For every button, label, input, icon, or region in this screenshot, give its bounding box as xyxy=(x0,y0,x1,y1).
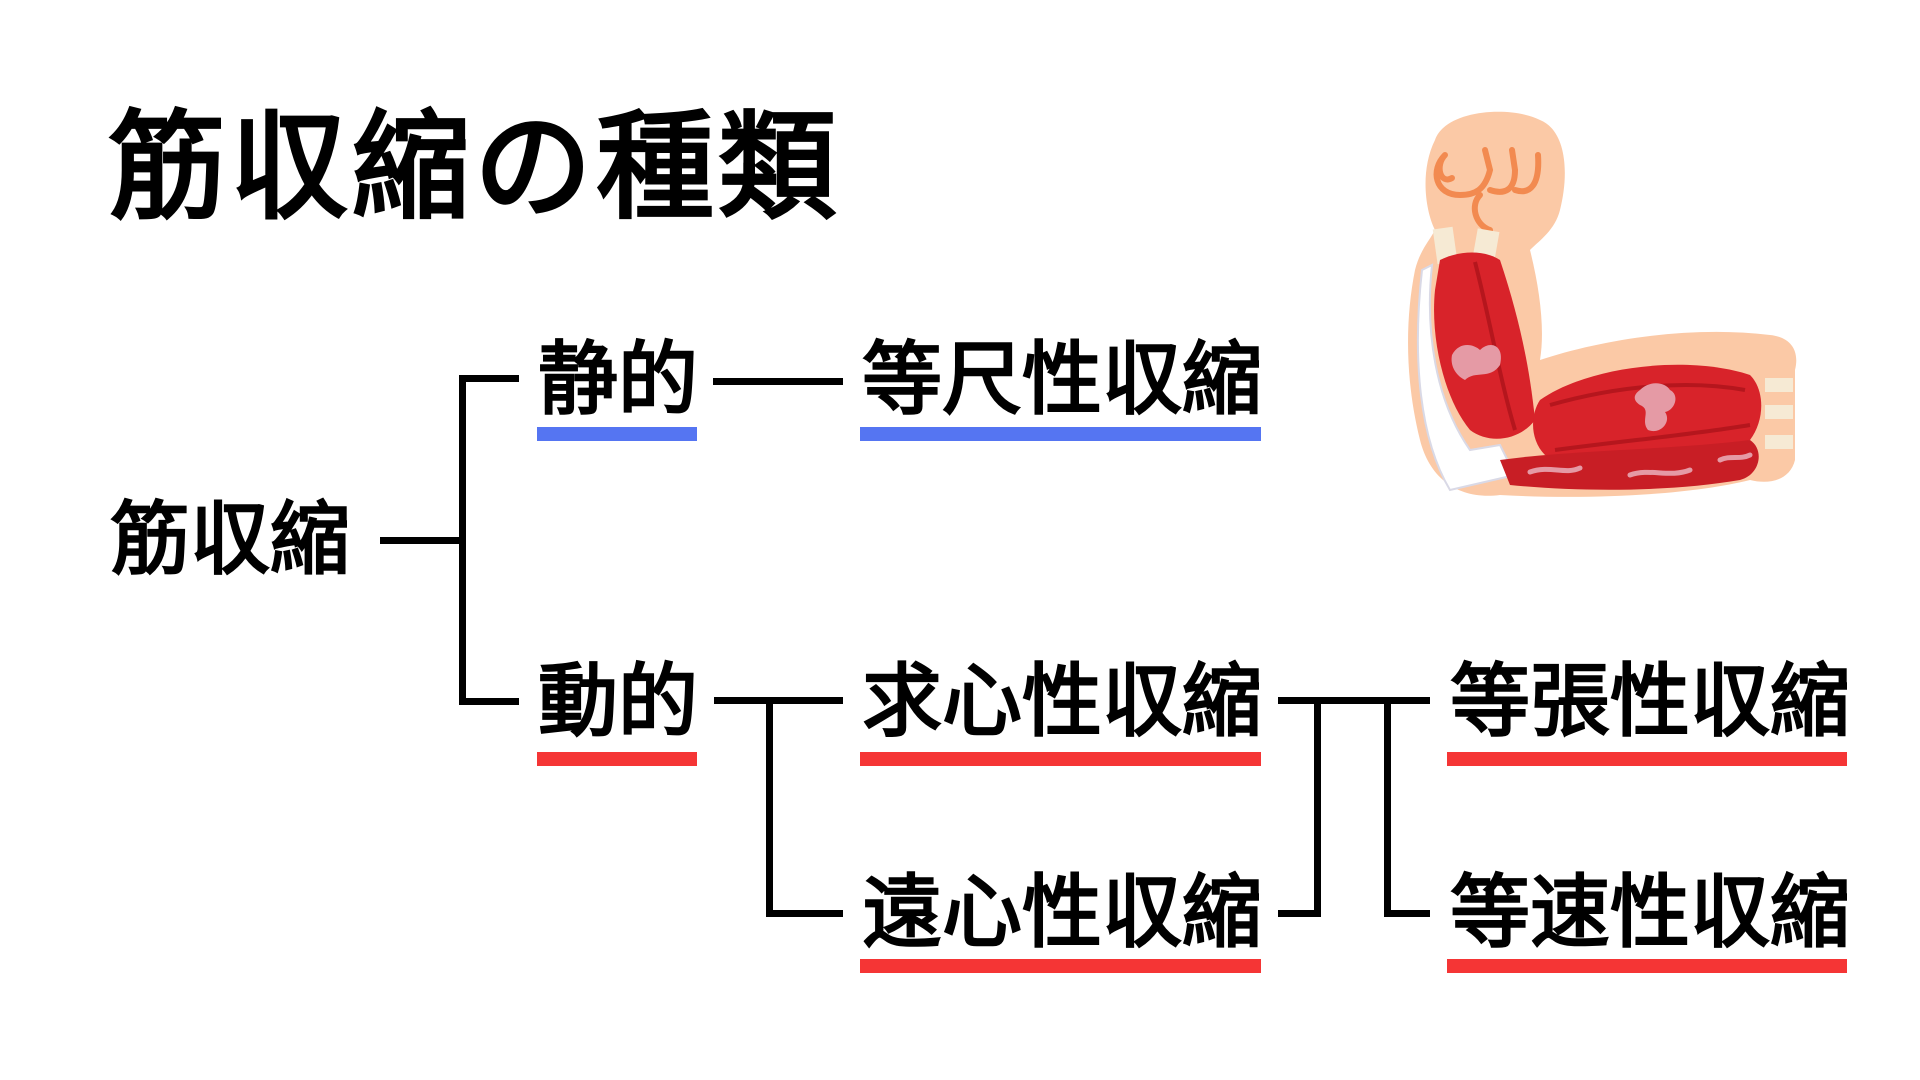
connector-to-static xyxy=(459,375,519,382)
underline-eccentric xyxy=(860,959,1261,973)
node-isotonic: 等張性収縮 xyxy=(1450,655,1850,748)
connector-to-dynamic xyxy=(459,698,519,705)
underline-concentric xyxy=(860,752,1261,766)
forearm-highlight xyxy=(1451,345,1501,380)
underline-static xyxy=(537,427,697,441)
connector-sub-right-vertical xyxy=(1384,697,1391,917)
node-dynamic: 動的 xyxy=(538,655,698,748)
lower-highlight xyxy=(1527,452,1753,478)
node-concentric: 求心性収縮 xyxy=(862,655,1262,748)
underline-isometric xyxy=(860,427,1261,441)
connector-bracket-vertical xyxy=(459,375,466,705)
connector-static-isometric xyxy=(713,378,843,385)
flexed-arm-muscle-icon xyxy=(1408,111,1797,497)
finger-lines xyxy=(1433,147,1542,233)
connector-sub-top xyxy=(1278,697,1430,704)
connector-sub-left-bottom xyxy=(1278,910,1321,917)
node-isokinetic: 等速性収縮 xyxy=(1450,866,1850,959)
node-eccentric: 遠心性収縮 xyxy=(862,866,1262,959)
connector-sub-right-bottom xyxy=(1384,910,1430,917)
node-root: 筋収縮 xyxy=(110,493,350,586)
bicep-highlight xyxy=(1634,383,1676,432)
forearm-muscle xyxy=(1434,252,1535,439)
connector-dynamic-top xyxy=(714,697,843,704)
node-isometric: 等尺性収縮 xyxy=(862,333,1262,426)
underline-isotonic xyxy=(1447,752,1847,766)
shoulder-tendon xyxy=(1765,378,1793,392)
connector-dynamic-bottom xyxy=(766,910,843,917)
underline-dynamic xyxy=(537,752,697,766)
node-static: 静的 xyxy=(538,333,698,426)
elbow-tendon xyxy=(1416,263,1517,492)
shoulder-tendon xyxy=(1765,405,1793,419)
shoulder-tendon xyxy=(1765,435,1793,449)
page-title: 筋収縮の種類 xyxy=(108,98,841,236)
lower-muscle xyxy=(1500,440,1759,490)
underline-isokinetic xyxy=(1447,959,1847,973)
wrist-tendon xyxy=(1432,226,1458,265)
connector-root xyxy=(380,537,465,544)
connector-dynamic-vertical xyxy=(766,697,773,917)
connector-sub-left-vertical xyxy=(1314,697,1321,917)
